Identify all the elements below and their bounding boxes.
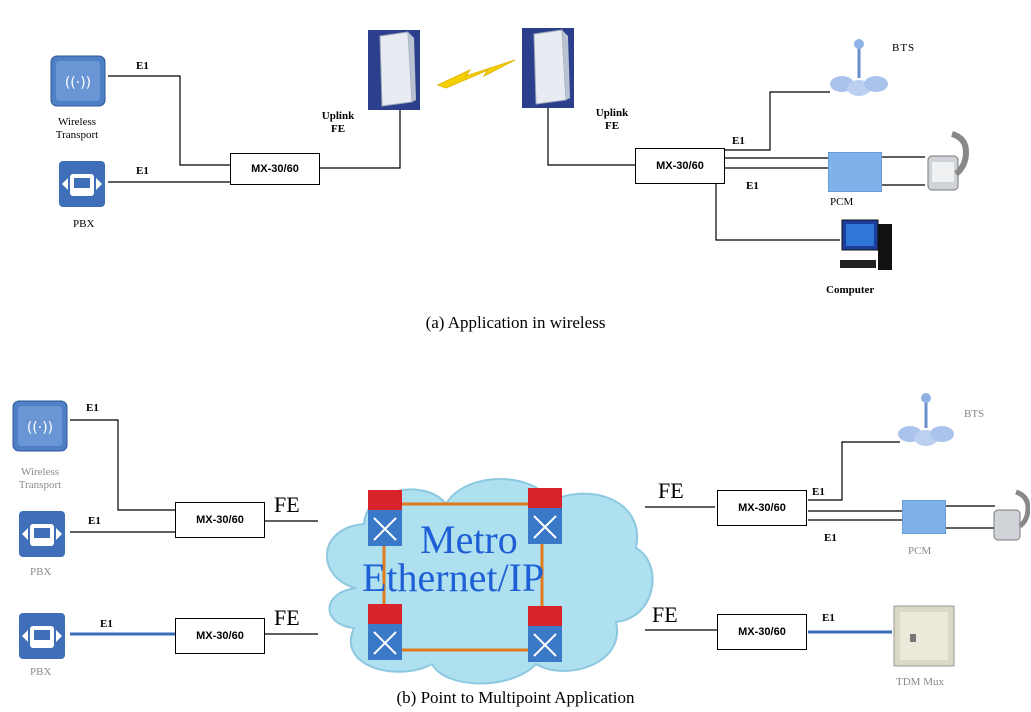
fe-label-b4: FE — [652, 602, 678, 627]
radio-unit-left-icon — [368, 30, 420, 110]
e1-label-r3: E1 — [822, 612, 835, 624]
phone-icon — [922, 130, 972, 194]
pbx-icon — [58, 160, 106, 208]
tdm-mux-label: TDM Mux — [896, 676, 944, 688]
pbx-label: PBX — [73, 218, 95, 230]
caption-a: (a) Application in wireless — [425, 313, 606, 332]
switch-icon-bl — [366, 604, 404, 662]
caption-b: (b) Point to Multipoint Application — [396, 688, 635, 707]
fe-label-b1: FE — [274, 492, 300, 517]
mx-box-b2: MX-30/60 — [717, 490, 807, 526]
wireless-transport-icon: ((·)) — [50, 55, 106, 107]
wireless-transport-icon-b: ((·)) — [12, 400, 68, 452]
mx-box-b3: MX-30/60 — [175, 618, 265, 654]
cloud-label-ethernet: Ethernet/IP — [362, 555, 545, 600]
bts-icon — [828, 38, 890, 98]
pbx-label-b-bottom: PBX — [30, 666, 52, 678]
radio-unit-right-icon — [522, 28, 574, 108]
e1-label-b2: E1 — [88, 515, 101, 527]
switch-icon-tl — [366, 490, 404, 548]
computer-label: Computer — [826, 284, 875, 296]
phone-icon-b — [990, 488, 1031, 544]
pbx-label-b-top: PBX — [30, 566, 52, 578]
e1-label-r1: E1 — [812, 486, 825, 498]
e1-label-r2: E1 — [824, 532, 837, 544]
pbx-icon-b-top — [18, 510, 66, 558]
switch-icon-br — [526, 606, 564, 664]
e1-label-b1: E1 — [86, 402, 99, 414]
pbx-icon-b-bottom — [18, 612, 66, 660]
e1-label-b3: E1 — [100, 618, 113, 630]
e1-label-bottom: E1 — [136, 165, 149, 177]
fe-label-b3: FE — [274, 605, 300, 630]
wireless-link-bolt — [436, 59, 516, 89]
mx-box-b4: MX-30/60 — [717, 614, 807, 650]
cloud-label-metro: Metro — [420, 517, 518, 562]
pcm-icon-b — [901, 499, 947, 535]
mx-box-right: MX-30/60 — [635, 148, 725, 184]
bts-icon-b — [896, 392, 956, 448]
e1-label-top: E1 — [136, 60, 149, 72]
mx-box-b1: MX-30/60 — [175, 502, 265, 538]
svg-text:((·)): ((·)) — [65, 75, 91, 91]
e1-label-right-bottom: E1 — [746, 180, 759, 192]
pcm-label-b: PCM — [908, 545, 932, 557]
fe-label-b2: FE — [658, 478, 684, 503]
e1-label-right-top: E1 — [732, 135, 745, 147]
bts-label: BTS — [892, 42, 916, 54]
pcm-icon — [827, 151, 883, 193]
pcm-label: PCM — [830, 196, 854, 208]
computer-icon — [838, 218, 894, 280]
switch-icon-tr — [526, 488, 564, 546]
svg-text:((·)): ((·)) — [27, 420, 53, 436]
bts-label-b: BTS — [964, 408, 985, 420]
mx-box-left: MX-30/60 — [230, 153, 320, 185]
tdm-mux-icon — [890, 600, 960, 670]
